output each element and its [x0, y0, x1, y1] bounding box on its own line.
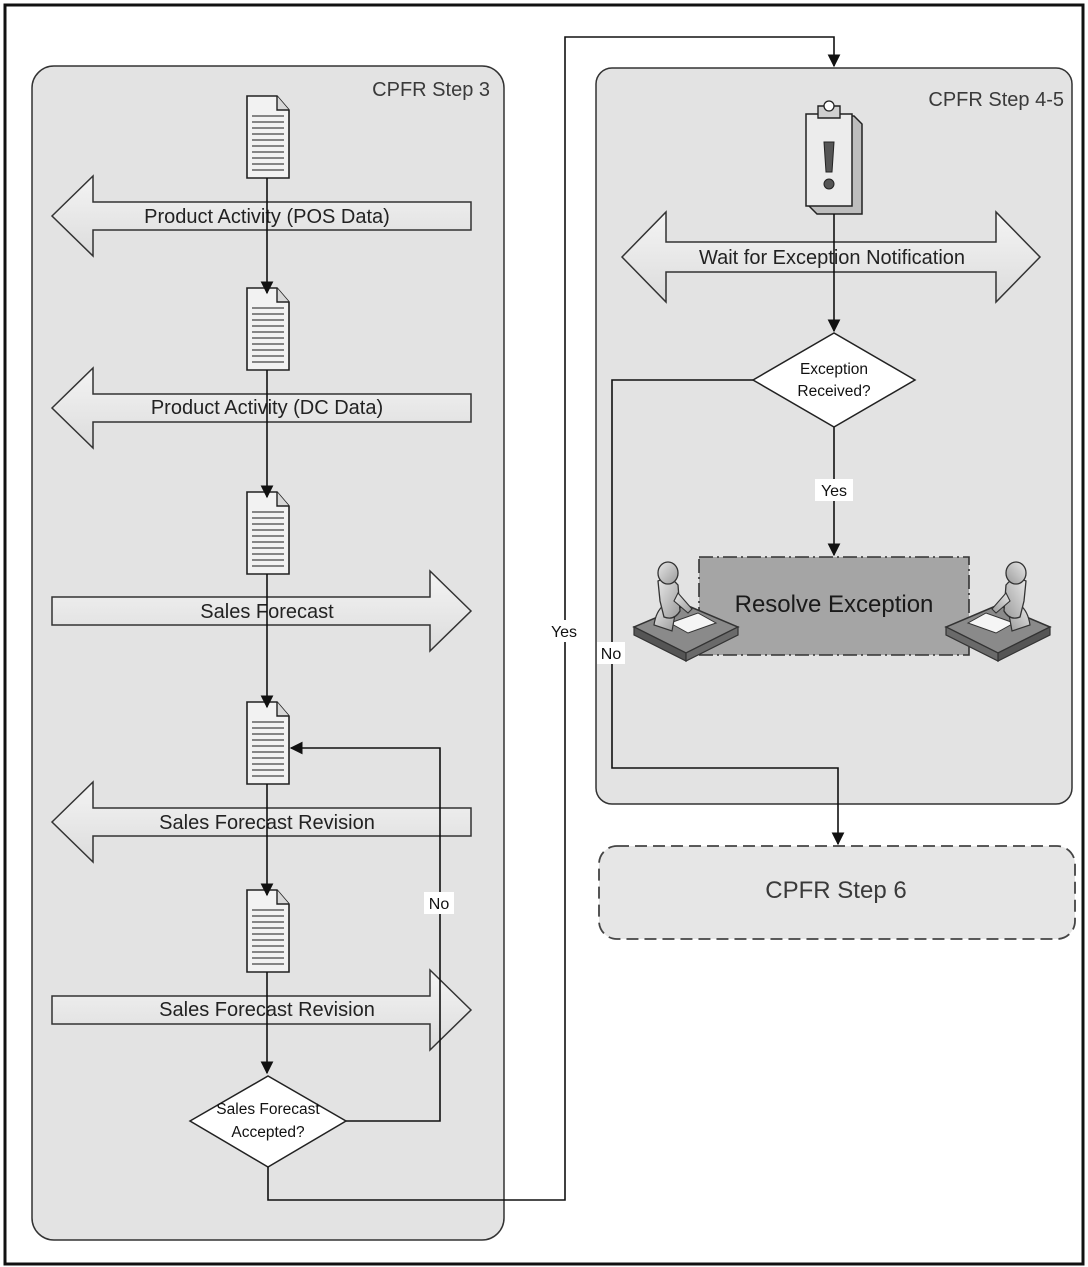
decision-exception-line1: Exception: [800, 361, 868, 378]
decision-exception-line2: Received?: [797, 383, 871, 400]
edge-yes-main: [267, 36, 841, 1201]
lane-step3: CPFR Step 3: [31, 65, 505, 1241]
svg-text:No: No: [429, 896, 450, 913]
document-icon: [246, 287, 290, 371]
decision-forecast-accepted: Sales Forecast Accepted?: [188, 1075, 348, 1168]
svg-text:Yes: Yes: [821, 483, 847, 500]
document-icon: [246, 491, 290, 575]
lane-step3-title: CPFR Step 3: [372, 79, 490, 101]
document-icon: [246, 95, 290, 179]
edge-no-exception: [611, 379, 845, 846]
svg-text:Yes: Yes: [551, 624, 577, 641]
process-resolve-exception: Resolve Exception: [698, 556, 970, 656]
lane-step45-title: CPFR Step 4-5: [928, 89, 1064, 111]
clipboard-alert-icon: [805, 100, 863, 215]
lane-step6: CPFR Step 6: [598, 845, 1076, 940]
edge-yes-main-label: Yes: [544, 620, 584, 642]
lane-step6-title: CPFR Step 6: [765, 877, 906, 904]
edge-yes-exception-label: Yes: [815, 479, 853, 501]
edge-no-exception-label: No: [597, 642, 625, 664]
svg-text:No: No: [601, 646, 622, 663]
edge-no-loop-label: No: [424, 892, 454, 914]
decision-accepted-line1: Sales Forecast: [216, 1101, 320, 1118]
message-wait-label: Wait for Exception Notification: [699, 247, 965, 269]
document-icon: [246, 701, 290, 785]
message-arrow-wait: Wait for Exception Notification: [620, 210, 1042, 304]
edge-no-loop: [289, 741, 441, 1122]
document-icon: [246, 889, 290, 973]
decision-exception-received: Exception Received?: [751, 332, 917, 428]
resolve-exception-label: Resolve Exception: [735, 591, 934, 618]
decision-accepted-line2: Accepted?: [231, 1124, 305, 1141]
